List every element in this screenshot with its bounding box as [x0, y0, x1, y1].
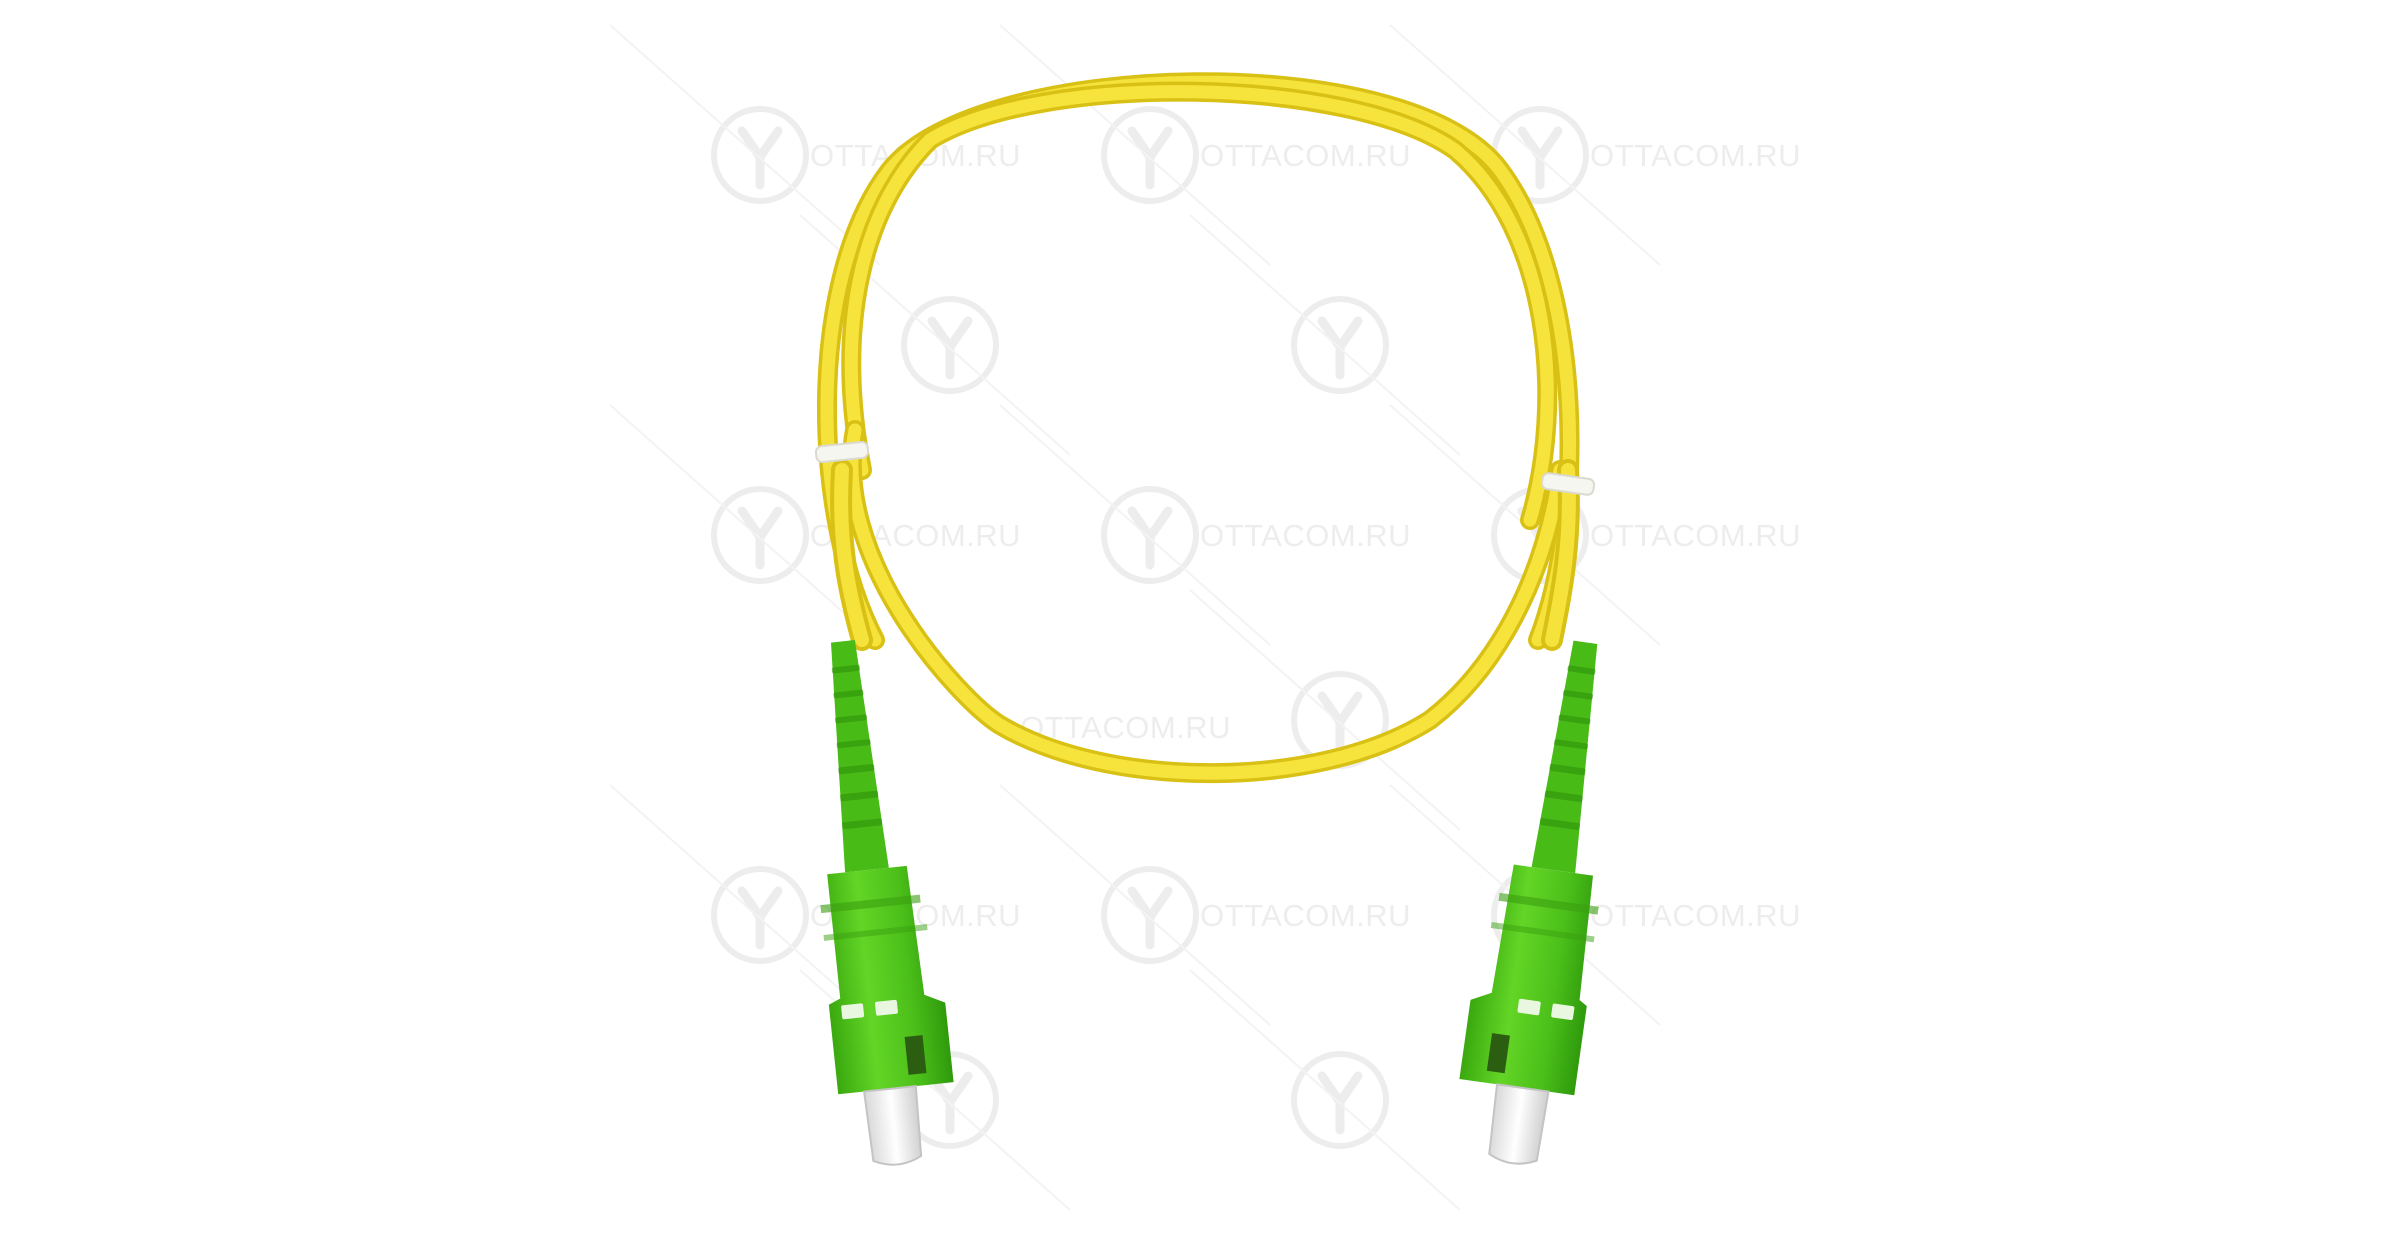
watermark-text: OTTACOM.RU — [1200, 138, 1411, 173]
cable-tie-left — [814, 440, 870, 464]
sc-apc-connector-left — [820, 640, 954, 1166]
watermark-logo-icon — [609, 404, 881, 646]
watermark-logo-icon — [999, 404, 1271, 646]
watermark-layer: OTTACOM.RU OTTACOM.RU OTTACOM.RU OTTACOM.RU… — [609, 24, 1801, 1211]
cable-tie-right — [1540, 472, 1596, 496]
watermark-text: OTTACOM.RU — [1590, 138, 1801, 173]
watermark-logo-icon — [1189, 969, 1461, 1211]
watermark-logo-icon — [999, 24, 1271, 266]
sc-apc-connector-right — [1459, 640, 1599, 1165]
watermark-logo-icon — [999, 784, 1271, 1026]
watermark-logo-icon — [609, 784, 881, 1026]
watermark-text: OTTACOM.RU — [1590, 518, 1801, 553]
watermark-text: OTTACOM.RU — [1200, 898, 1411, 933]
fiber-cable — [816, 72, 1580, 784]
watermark-logo-icon — [1189, 214, 1461, 456]
watermark-text: OTTACOM.RU — [1200, 518, 1411, 553]
watermark-logo-icon — [609, 24, 881, 266]
watermark-text: OTTACOM.RU — [1590, 898, 1801, 933]
